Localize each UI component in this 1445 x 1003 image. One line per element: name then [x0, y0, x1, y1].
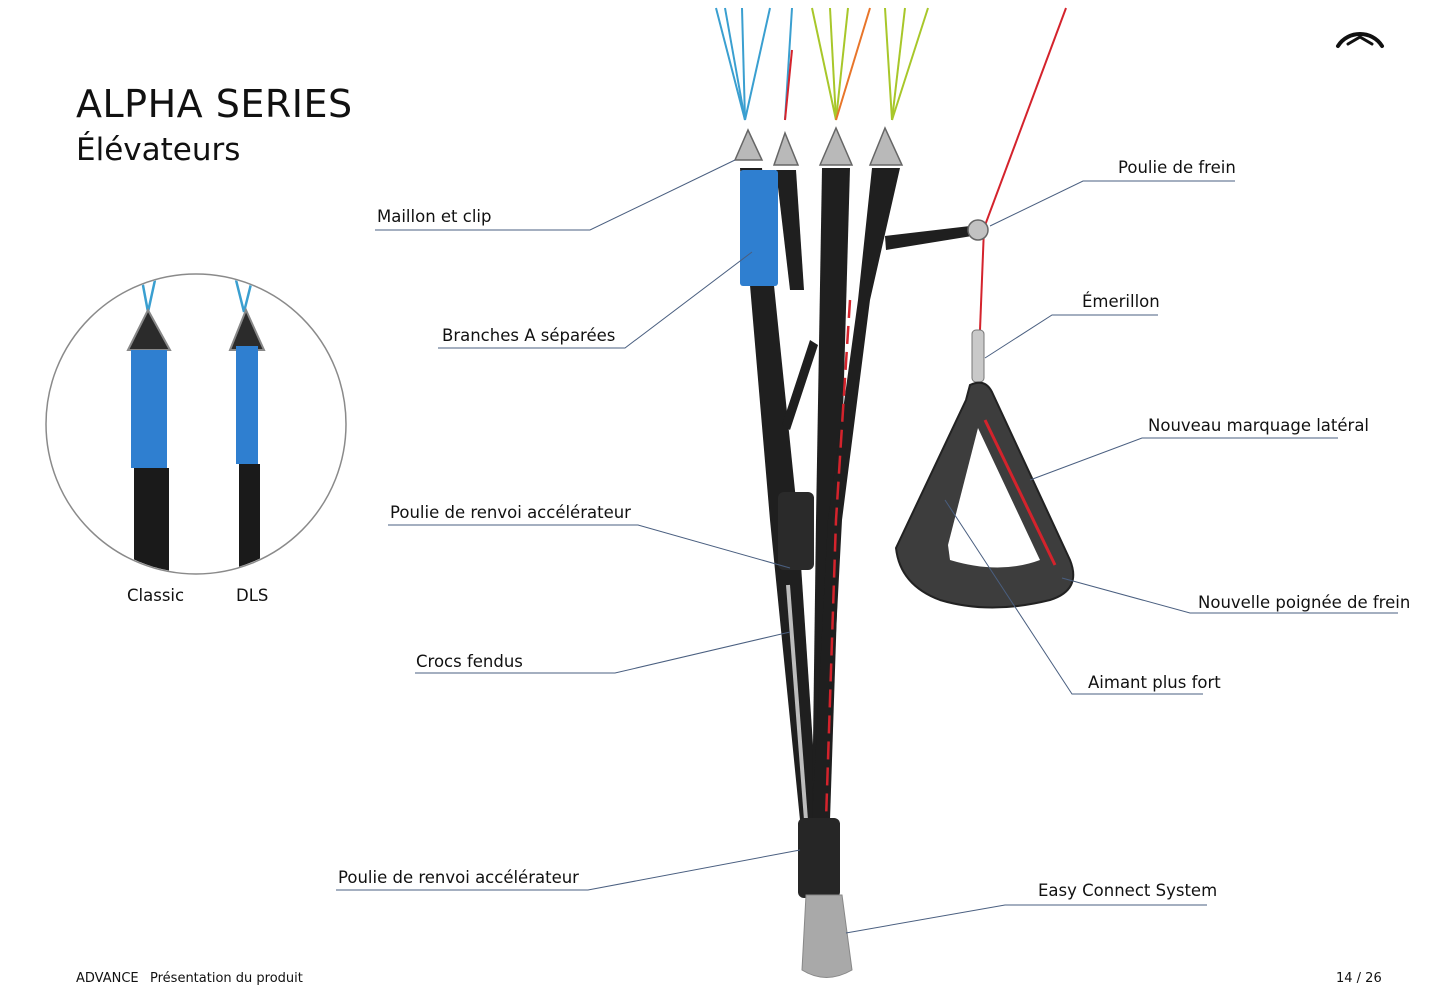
footer-page-number: 14 / 26: [1336, 971, 1382, 986]
callout-poulie-renvoi-1: Poulie de renvoi accélérateur: [390, 503, 631, 522]
swivel: [971, 329, 985, 383]
leader-lines: [336, 159, 1398, 934]
footer-doc-title: Présentation du produit: [150, 971, 303, 986]
callout-poulie-renvoi-2: Poulie de renvoi accélérateur: [338, 868, 579, 887]
page-title: ALPHA SERIES: [76, 82, 353, 126]
bottom-sleeve: [798, 818, 840, 898]
footer-brand: ADVANCE: [76, 971, 139, 986]
inset-label-dls: DLS: [236, 586, 269, 605]
crocs-line: [786, 584, 808, 821]
inset-circle: [45, 273, 347, 575]
advance-wing-logo-icon: [1336, 32, 1384, 48]
callout-emerillon: Émerillon: [1082, 292, 1160, 311]
easy-connect-loop: [801, 894, 853, 978]
red-stripe: [824, 299, 852, 821]
callout-maillon: Maillon et clip: [377, 207, 492, 226]
callout-crocs: Crocs fendus: [416, 652, 523, 671]
riser-webbing: [740, 168, 972, 820]
callout-branches: Branches A séparées: [442, 326, 616, 345]
callout-poulie-frein: Poulie de frein: [1118, 158, 1236, 177]
accelerator-pulley-block: [778, 492, 814, 570]
suspension-lines: [715, 7, 1067, 331]
maillons: [733, 126, 904, 166]
callout-aimant: Aimant plus fort: [1088, 673, 1221, 692]
brake-pulley: [967, 219, 989, 241]
a-riser-blue: [740, 170, 778, 286]
callout-marquage: Nouveau marquage latéral: [1148, 416, 1370, 435]
page-subtitle: Élévateurs: [76, 132, 241, 168]
inset-label-classic: Classic: [127, 586, 185, 605]
callout-poignee: Nouvelle poignée de frein: [1198, 593, 1411, 612]
callout-easy-connect: Easy Connect System: [1038, 881, 1218, 900]
